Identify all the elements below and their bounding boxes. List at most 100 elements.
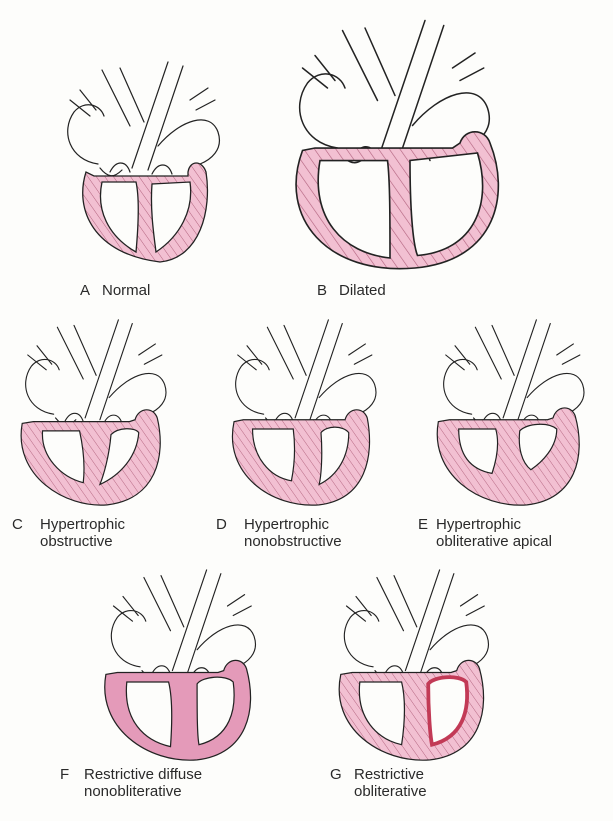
vessel-line	[518, 324, 550, 420]
vessel-line	[300, 74, 345, 148]
panel-d-hypertrophic-nonobstructive: D Hypertrophic nonobstructive	[210, 318, 410, 568]
vessel-line	[344, 611, 378, 667]
vessel-line	[172, 570, 206, 671]
vessel-line	[503, 320, 536, 418]
caption-line-1: Restrictive diffuse	[84, 766, 202, 783]
vessel-line	[315, 56, 335, 81]
panel-c-hypertrophic-obstructive: C Hypertrophic obstructive	[0, 318, 200, 568]
heart-restrictive-diffuse-diagram	[85, 568, 275, 758]
panel-f-restrictive-diffuse: F Restrictive diffuse nonobliterative	[85, 568, 300, 818]
vessel-line	[190, 88, 208, 100]
vessel-line	[139, 344, 156, 355]
vessel-line	[144, 355, 162, 364]
caption-letter: F	[60, 766, 69, 783]
vessel-line	[26, 359, 60, 414]
caption-line-2: obliterative apical	[436, 533, 552, 550]
ventricle-wall	[21, 410, 160, 505]
vessel-line	[295, 320, 328, 418]
vessel-line	[444, 359, 478, 414]
vessel-line	[267, 327, 293, 379]
vessel-line	[132, 62, 168, 168]
vessel-line	[405, 570, 439, 671]
vessel-line	[102, 70, 130, 126]
caption-line-1: Restrictive	[354, 766, 427, 783]
caption-line-2: nonobstructive	[244, 533, 342, 550]
ventricle-wall	[437, 408, 579, 505]
ventricle-wall	[232, 410, 369, 505]
vessel-line	[349, 344, 366, 355]
vessel-line	[562, 355, 580, 364]
vessel-line	[57, 327, 83, 379]
vessel-line	[236, 359, 270, 414]
great-vessels	[26, 320, 166, 425]
vessel-line	[421, 574, 454, 673]
ventricle-wall	[105, 660, 251, 760]
caption-line-2: nonobliterative	[84, 783, 202, 800]
panel-e-hypertrophic-apical: E Hypertrophic obliterative apical	[418, 318, 613, 568]
vessel-line	[430, 625, 488, 667]
vessel-line	[80, 90, 96, 110]
vessel-line	[152, 165, 172, 174]
vessel-line	[356, 597, 371, 616]
caption-line-1: Normal	[102, 282, 150, 299]
vessel-line	[343, 31, 378, 101]
vessel-line	[100, 324, 132, 420]
vessel-line	[110, 163, 130, 172]
ventricle-wall	[339, 660, 483, 760]
caption-letter: B	[317, 282, 327, 299]
vessel-line	[400, 26, 444, 156]
vessel-line	[144, 578, 171, 631]
vessel-line	[109, 373, 166, 414]
vessel-line	[466, 606, 484, 616]
heart-restrictive-obliterative-diagram	[318, 568, 508, 758]
caption-letter: G	[330, 766, 342, 783]
vessel-line	[354, 355, 372, 364]
vessel-line	[380, 21, 425, 154]
heart-dilated-diagram	[265, 18, 515, 268]
ventricle-wall	[296, 132, 498, 269]
panel-b-dilated: B Dilated	[265, 18, 515, 308]
vessel-line	[453, 53, 476, 68]
vessel-line	[247, 346, 262, 365]
vessel-line	[123, 597, 138, 616]
vessel-line	[557, 344, 574, 355]
caption-line-2: obliterative	[354, 783, 427, 800]
caption-letter: E	[418, 516, 428, 533]
vessel-line	[475, 327, 501, 379]
vessel-line	[158, 120, 219, 164]
vessel-line	[455, 346, 470, 365]
heart-hypertrophic-apical-diagram	[418, 318, 603, 503]
caption-line-1: Dilated	[339, 282, 386, 299]
caption-letter: D	[216, 516, 227, 533]
panel-a-normal: A Normal	[40, 60, 240, 310]
caption-line-1: Hypertrophic	[244, 516, 342, 533]
vessel-line	[310, 324, 342, 420]
caption-line-1: Hypertrophic	[436, 516, 552, 533]
vessel-line	[37, 346, 52, 365]
vessel-line	[197, 625, 255, 667]
vessel-line	[188, 574, 221, 673]
caption-letter: A	[80, 282, 90, 299]
heart-hypertrophic-obstructive-diagram	[0, 318, 185, 503]
vessel-line	[527, 373, 584, 414]
heart-normal-diagram	[40, 60, 240, 260]
vessel-line	[111, 611, 145, 667]
vessel-line	[148, 66, 183, 170]
vessel-line	[319, 373, 376, 414]
panel-g-restrictive-obliterative: G Restrictive obliterative	[318, 568, 533, 818]
great-vessels	[236, 320, 376, 425]
vessel-line	[461, 595, 478, 606]
vessel-line	[228, 595, 245, 606]
caption-line-2: obstructive	[40, 533, 125, 550]
vessel-line	[233, 606, 251, 616]
caption-letter: C	[12, 516, 23, 533]
vessel-line	[68, 105, 104, 164]
caption-line-1: Hypertrophic	[40, 516, 125, 533]
great-vessels	[68, 62, 220, 176]
vessel-line	[460, 68, 484, 81]
heart-hypertrophic-nonobstructive-diagram	[210, 318, 395, 503]
ventricle-wall	[83, 163, 208, 262]
vessel-line	[85, 320, 118, 418]
vessel-line	[65, 413, 84, 421]
